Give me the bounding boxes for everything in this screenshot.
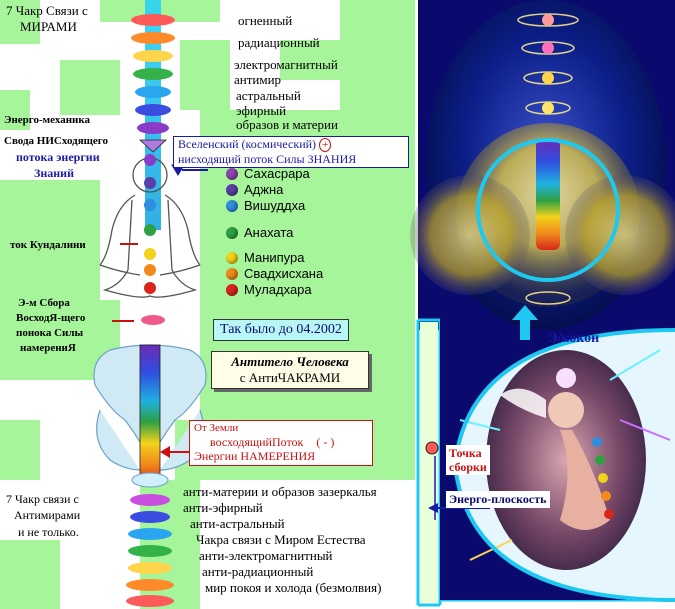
sahasrara-icon: [226, 167, 238, 180]
bottom-left-line2: Антимирами: [14, 508, 81, 522]
lower-layer-4: Чакра связи с Миром Естества: [196, 532, 366, 547]
cosmic-panel: [410, 0, 675, 330]
meditating-figure: [99, 157, 201, 298]
ascending-label-2: ВосходЯ-щего: [16, 312, 86, 324]
muladhara-icon: [226, 283, 238, 296]
assembly-point-box: Точка сборки: [446, 445, 490, 475]
antibody-line1: Антитело Человека: [231, 354, 349, 369]
chakra-legend-manipura: Манипура: [226, 250, 305, 265]
lower-chakra-discs: [126, 494, 174, 607]
anahata-icon: [226, 226, 238, 239]
assembly-point-line1: Точка: [449, 446, 482, 460]
upper-layer-2: радиационный: [238, 35, 320, 50]
earth-flow-line3: Энергии НАМЕРЕНИЯ: [194, 449, 316, 463]
ajna-icon: [226, 183, 238, 196]
upper-layer-3: электромагнитный: [234, 57, 338, 72]
crown-funnel: [138, 139, 168, 153]
kundalini-label: ток Кундалини: [10, 239, 86, 251]
descending-label-3: Знаний: [34, 166, 74, 180]
chakra-legend-sahasrara: Сахасрара: [226, 166, 310, 181]
was-until-box: Так было до 04.2002: [213, 319, 349, 341]
universal-flow-sign: +: [319, 138, 332, 152]
assembly-point-line2: сборки: [449, 460, 487, 474]
vishuddha-icon: [226, 199, 238, 212]
earth-flow-box: От Земли восходящийПоток ( - ) Энергии Н…: [189, 420, 373, 466]
figure-chakra-dots: [144, 154, 156, 294]
base-funnel: [141, 315, 165, 325]
lower-layer-6: анти-радиационный: [202, 564, 314, 579]
earth-flow-sign: ( - ): [316, 435, 335, 449]
earth-flow-line2: восходящийПоток: [210, 435, 304, 449]
chakra-legend-svadhisthana: Свадхисхана: [226, 266, 323, 281]
lower-layer-5: анти-электромагнитный: [199, 548, 333, 563]
top-title-line2: МИРАМИ: [20, 19, 77, 34]
chakra-name: Сахасрара: [244, 166, 310, 181]
bottom-left-line3: и не только.: [18, 525, 79, 539]
ascending-label-1: Э-м Сбора: [18, 297, 70, 309]
lower-layer-3: анти-астральный: [190, 516, 285, 531]
upper-layer-6: эфирный: [236, 103, 287, 118]
chakra-name: Манипура: [244, 250, 305, 265]
chakra-legend-muladhara: Муладхара: [226, 282, 312, 297]
chakra-name: Свадхисхана: [244, 266, 324, 281]
universal-flow-line2: нисходящий поток Силы ЗНАНИЯ: [178, 152, 357, 166]
chakra-name: Муладхара: [244, 282, 312, 297]
chakra-name: Анахата: [244, 225, 294, 240]
antibody-line2: с АнтиЧАКРАМИ: [239, 370, 341, 385]
cocoon-panel: [440, 330, 675, 600]
earth-flow-line1: От Земли: [194, 422, 239, 434]
energo-mechanics-label: Энерго-механика: [4, 114, 91, 126]
lower-layer-2: анти-эфирный: [183, 500, 263, 515]
lower-layer-7: мир покоя и холода (безмолвия): [205, 580, 382, 595]
descending-label-1: Свода НИСходящего: [4, 135, 109, 147]
descending-label-2: потока энергии: [16, 150, 100, 164]
chakra-name: Вишуддха: [244, 198, 306, 213]
antibody-box: Антитело Человека с АнтиЧАКРАМИ: [211, 351, 369, 389]
upper-chakra-discs: [131, 14, 175, 134]
cocoon-arrow-bg: [440, 300, 480, 330]
chakra-name: Аджна: [244, 182, 284, 197]
lower-layer-1: анти-материи и образов зазеркалья: [183, 484, 377, 499]
upper-layer-5: астральный: [236, 88, 301, 103]
upper-layer-1: огненный: [238, 13, 293, 28]
ascending-label-3: понока Силы: [16, 327, 84, 339]
chakra-legend-ajna: Аджна: [226, 182, 283, 197]
ascending-label-4: намерениЯ: [20, 342, 76, 354]
manipura-icon: [226, 251, 238, 264]
chakra-legend-anahata: Анахата: [226, 225, 293, 240]
cocoon-up-arrow: [512, 305, 538, 340]
universal-flow-line1: Вселенский (космический): [178, 137, 317, 151]
vertical-channel: [420, 322, 438, 603]
bottom-left-line1: 7 Чакр связи с: [6, 492, 79, 506]
energy-plane-label: Энерго-плоскость: [446, 491, 550, 508]
assembly-point-marker: [425, 441, 439, 455]
cocoon-label: Э/кокон: [548, 331, 600, 346]
chakra-legend-vishuddha: Вишуддха: [226, 198, 305, 213]
upper-layer-7: образов и материи: [236, 117, 338, 132]
upper-layer-4: антимир: [234, 72, 282, 87]
top-title-line1: 7 Чакр Связи с: [6, 3, 88, 18]
svadhisthana-icon: [226, 267, 238, 280]
universal-flow-box: Вселенский (космический) + нисходящий по…: [173, 136, 409, 168]
